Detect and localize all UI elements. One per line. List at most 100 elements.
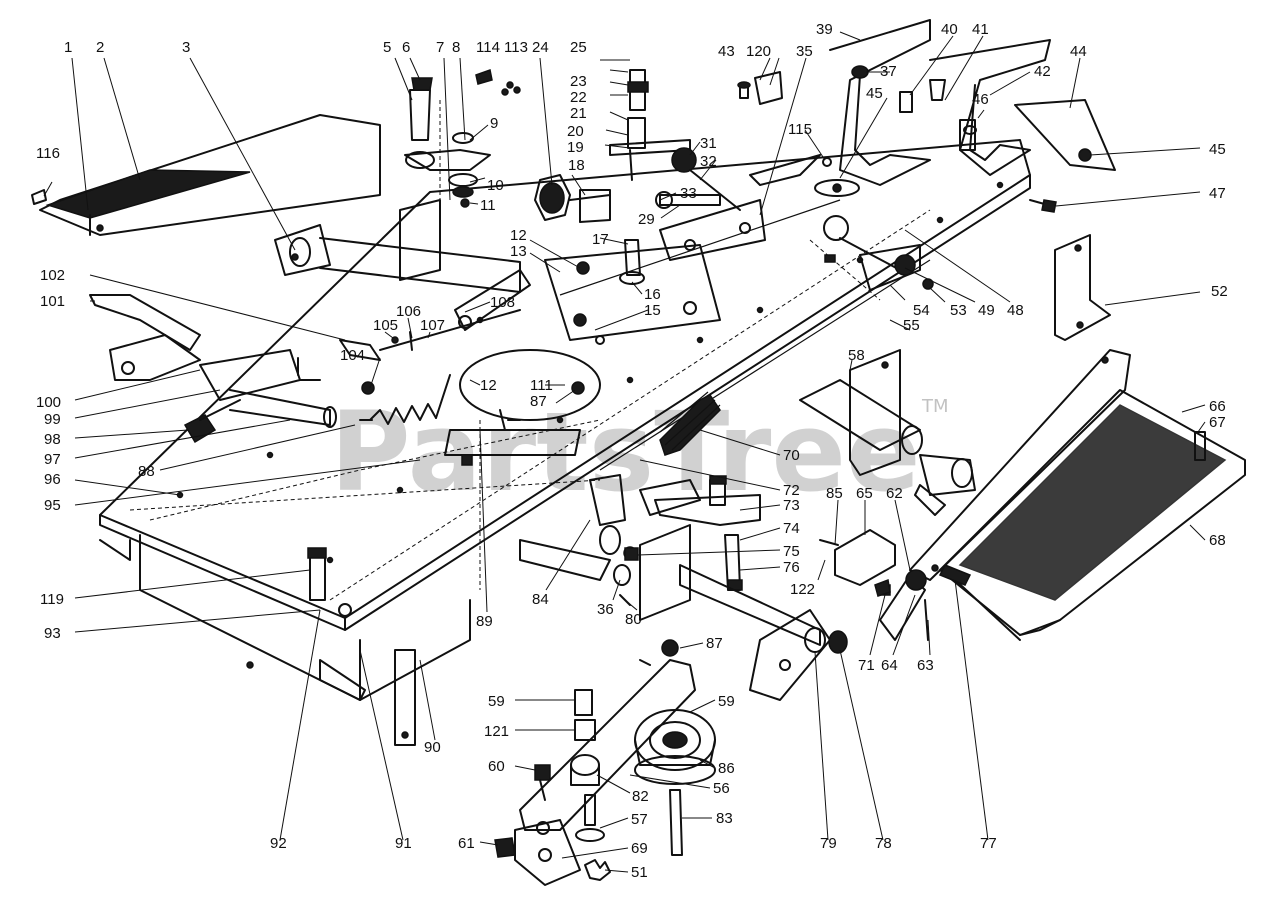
main-frame — [99, 139, 1031, 701]
callout-87-mid: 87 — [530, 393, 547, 410]
callout-95: 95 — [44, 497, 61, 514]
callout-70: 70 — [783, 447, 800, 464]
callout-32: 32 — [700, 153, 717, 170]
callout-10: 10 — [487, 177, 504, 194]
callout-106: 106 — [396, 303, 421, 320]
callout-9: 9 — [490, 115, 498, 132]
callout-11: 11 — [480, 197, 496, 214]
callout-43: 43 — [718, 43, 735, 60]
callout-45-top: 45 — [866, 85, 883, 102]
rear-axle-bracket — [799, 349, 976, 516]
callout-7: 7 — [436, 39, 444, 56]
leader-lines — [43, 31, 1206, 873]
callout-52: 52 — [1211, 283, 1228, 300]
callout-49: 49 — [978, 302, 995, 319]
callout-5: 5 — [383, 39, 391, 56]
callout-107: 107 — [420, 317, 445, 334]
callout-121: 121 — [484, 723, 509, 740]
callout-19: 19 — [567, 139, 584, 156]
callout-113: 113 — [504, 39, 528, 56]
callout-62: 62 — [886, 485, 903, 502]
callout-60: 60 — [488, 758, 505, 775]
lift-bracket — [399, 77, 491, 281]
callout-67: 67 — [1209, 414, 1226, 431]
callout-39: 39 — [816, 21, 833, 38]
callout-23: 23 — [570, 73, 587, 90]
callout-36: 36 — [597, 601, 614, 618]
callout-42: 42 — [1034, 63, 1051, 80]
callout-108: 108 — [490, 294, 515, 311]
callout-labels: 1 2 3 5 6 7 8 114 113 24 25 23 22 21 20 … — [36, 21, 1228, 881]
callout-78: 78 — [875, 835, 892, 852]
callout-1: 1 — [64, 39, 72, 56]
callout-63: 63 — [917, 657, 934, 674]
callout-25: 25 — [570, 39, 587, 56]
callout-100: 100 — [36, 394, 61, 411]
callout-119: 119 — [40, 591, 64, 608]
callout-114: 114 — [476, 39, 500, 56]
callout-87-low: 87 — [706, 635, 723, 652]
callout-37: 37 — [880, 63, 897, 80]
callout-17: 17 — [592, 231, 609, 248]
callout-72: 72 — [783, 482, 800, 499]
callout-24: 24 — [532, 39, 549, 56]
callout-12-mid: 12 — [480, 377, 497, 394]
callout-20: 20 — [567, 123, 584, 140]
callout-91: 91 — [395, 835, 412, 852]
callout-21: 21 — [570, 105, 587, 122]
callout-31: 31 — [700, 135, 717, 152]
callout-101: 101 — [40, 293, 65, 310]
callout-16: 16 — [644, 286, 661, 303]
callout-29: 29 — [638, 211, 655, 228]
callout-56: 56 — [713, 780, 730, 797]
callout-64: 64 — [881, 657, 898, 674]
callout-55: 55 — [903, 317, 920, 334]
callout-8: 8 — [452, 39, 460, 56]
misc-fasteners — [454, 69, 891, 597]
callout-89: 89 — [476, 613, 493, 630]
clutch-pedal-assembly — [89, 294, 337, 444]
callout-120: 120 — [746, 43, 771, 60]
callout-84: 84 — [532, 591, 549, 608]
callout-40: 40 — [941, 21, 958, 38]
callout-59-right: 59 — [718, 693, 735, 710]
diagonal-strut — [879, 349, 1131, 641]
callout-44: 44 — [1070, 43, 1087, 60]
callout-53: 53 — [950, 302, 967, 319]
callout-98: 98 — [44, 431, 61, 448]
callout-116: 116 — [36, 145, 60, 162]
callout-99: 99 — [44, 411, 61, 428]
callout-35: 35 — [796, 43, 813, 60]
callout-85: 85 — [826, 485, 843, 502]
deck-hangers — [307, 547, 416, 746]
control-panel-bracket — [544, 189, 766, 345]
callout-18: 18 — [568, 157, 585, 174]
callout-12-top: 12 — [510, 227, 527, 244]
callout-22: 22 — [570, 89, 587, 106]
callout-79: 79 — [820, 835, 837, 852]
throttle-lever — [655, 147, 741, 211]
callout-96: 96 — [44, 471, 61, 488]
callout-82: 82 — [632, 788, 649, 805]
callout-97: 97 — [44, 451, 61, 468]
callout-80: 80 — [625, 611, 642, 628]
callout-104: 104 — [340, 347, 365, 364]
callout-93: 93 — [44, 625, 61, 642]
callout-6: 6 — [402, 39, 410, 56]
callout-75: 75 — [783, 543, 800, 560]
callout-92: 92 — [270, 835, 287, 852]
idler-arm-assembly — [494, 639, 716, 886]
callout-76: 76 — [783, 559, 800, 576]
callout-47: 47 — [1209, 185, 1226, 202]
callout-33: 33 — [680, 185, 697, 202]
callout-83: 83 — [716, 810, 733, 827]
footrest-platform — [939, 389, 1246, 641]
callout-69: 69 — [631, 840, 648, 857]
trademark-mark: TM — [921, 396, 949, 417]
callout-54: 54 — [913, 302, 930, 319]
callout-58: 58 — [848, 347, 865, 364]
callout-46: 46 — [972, 91, 989, 108]
callout-122: 122 — [790, 581, 815, 598]
callout-15: 15 — [644, 302, 661, 319]
